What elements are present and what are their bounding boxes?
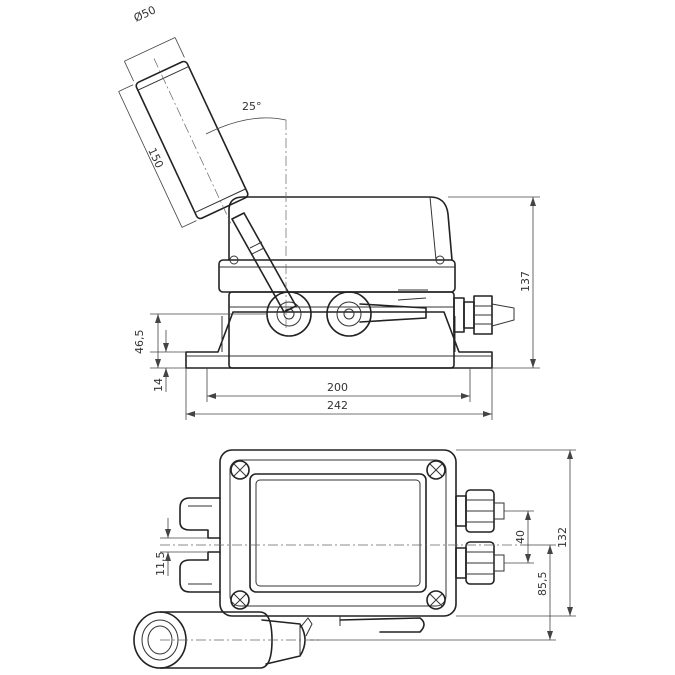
corner-screw: [230, 460, 250, 480]
base-height-label: 14: [152, 378, 165, 392]
housing-top: [219, 449, 457, 617]
roller-diameter-label: Ø50: [132, 3, 158, 24]
cable-gland-lower: [455, 541, 505, 585]
lid-flange: [218, 259, 456, 293]
mounting-tab-lower: [179, 551, 221, 593]
height-total-label: 137: [519, 271, 532, 292]
switch-handle: [359, 303, 427, 323]
mounting-tab-upper: [179, 497, 221, 539]
gland-offset-label: 85,5: [536, 572, 549, 597]
slot-width-label: 11,5: [154, 552, 167, 577]
side-view: 25° Ø50 150 137 46,5 14 200 2: [118, 3, 540, 420]
corner-screw: [230, 590, 250, 610]
left-pivot: [266, 291, 312, 337]
base-foot: [185, 311, 493, 369]
housing-body: [228, 291, 455, 369]
angle-label: 25°: [242, 100, 262, 113]
corner-screw: [426, 590, 446, 610]
gland-spacing-label: 40: [514, 530, 527, 544]
cable-gland-upper: [455, 489, 505, 533]
right-pivot: [326, 291, 372, 337]
corner-screw: [426, 460, 446, 480]
lever-arm: [231, 212, 297, 313]
roller-length-label: 150: [145, 146, 166, 171]
lid-inner-frame: [249, 473, 427, 593]
base-width-label: 242: [327, 399, 348, 412]
top-view: 11,5 40 85,5 132: [133, 449, 576, 669]
cable-gland: [453, 295, 515, 335]
lid-dome: [228, 196, 453, 261]
axis-height-label: 46,5: [133, 330, 146, 355]
housing-depth-label: 132: [556, 527, 569, 548]
mount-width-label: 200: [327, 381, 348, 394]
